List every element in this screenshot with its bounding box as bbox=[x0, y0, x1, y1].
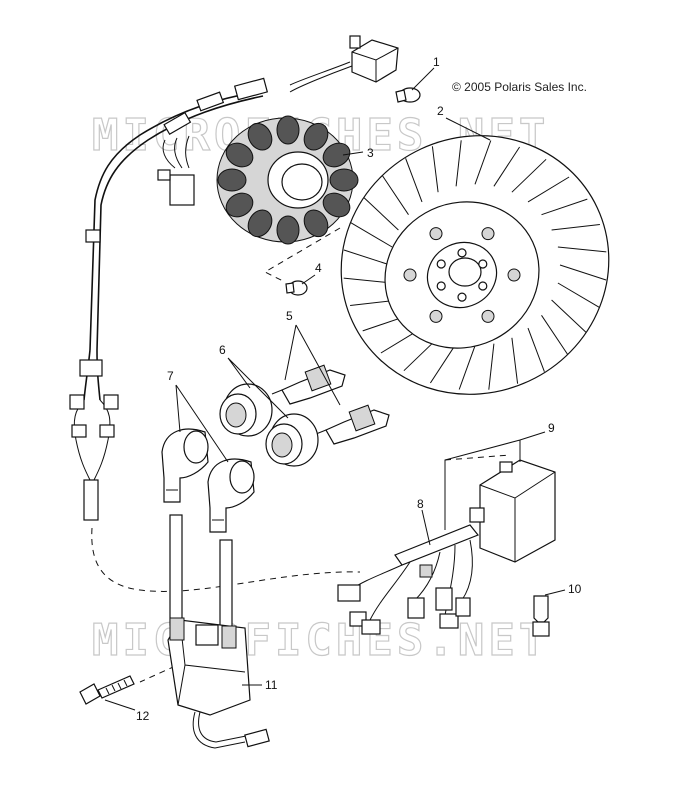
flywheel-fin bbox=[431, 146, 439, 193]
callout-9: 9 bbox=[444, 421, 555, 530]
callout-label-10: 10 bbox=[568, 582, 582, 596]
flywheel-fin bbox=[551, 224, 600, 231]
callout-7: 7 bbox=[167, 369, 229, 463]
stator-coil bbox=[225, 142, 254, 168]
callout-label-6: 6 bbox=[219, 343, 226, 357]
callout-10: 10 bbox=[544, 582, 582, 596]
flywheel-hole bbox=[436, 281, 446, 291]
bolt-part-12 bbox=[79, 675, 135, 705]
flywheel-hole bbox=[481, 227, 495, 241]
callout-label-2: 2 bbox=[437, 104, 444, 118]
flywheel-hole bbox=[429, 309, 443, 323]
stator-harness bbox=[69, 35, 399, 521]
callout-label-11: 11 bbox=[265, 678, 278, 692]
ht-lead-right bbox=[219, 539, 233, 631]
cdi-harness bbox=[337, 524, 479, 635]
flywheel-fin bbox=[343, 277, 393, 284]
callout-label-1: 1 bbox=[433, 55, 440, 69]
flywheel bbox=[340, 135, 610, 395]
flywheel-fin bbox=[527, 176, 570, 203]
copyright-notice: © 2005 Polaris Sales Inc. bbox=[452, 80, 587, 94]
plug-seal-upper bbox=[219, 383, 273, 437]
watermark-bottom: MICROFICHES.NET bbox=[92, 615, 549, 666]
flywheel-fin bbox=[488, 343, 495, 390]
spark-plug-upper bbox=[271, 364, 346, 405]
callout-11: 11 bbox=[242, 678, 278, 692]
flywheel-fin bbox=[557, 246, 607, 253]
flywheel-fin bbox=[474, 140, 492, 185]
callout-label-4: 4 bbox=[315, 261, 322, 275]
callout-1: 1 bbox=[411, 55, 440, 91]
callout-4: 4 bbox=[301, 261, 322, 285]
callout-5: 5 bbox=[284, 309, 341, 406]
flywheel-hole bbox=[478, 259, 488, 269]
flywheel-fin bbox=[511, 158, 547, 193]
flywheel-hole bbox=[478, 281, 488, 291]
callout-12: 12 bbox=[104, 699, 150, 723]
flywheel-hole bbox=[429, 227, 443, 241]
flywheel-fin bbox=[350, 222, 393, 248]
stator-coils bbox=[217, 115, 359, 245]
fastener-part-10 bbox=[532, 595, 550, 637]
flywheel-fin bbox=[455, 140, 462, 187]
flywheel-hole bbox=[507, 268, 521, 282]
flywheel-hole bbox=[403, 268, 417, 282]
ht-lead-left bbox=[169, 514, 183, 626]
flywheel-fin bbox=[343, 249, 391, 266]
stator-coil bbox=[303, 209, 329, 238]
screw-part-4 bbox=[285, 280, 308, 296]
stator-coil bbox=[303, 122, 329, 151]
flywheel-hole bbox=[481, 309, 495, 323]
callout-label-3: 3 bbox=[367, 146, 374, 160]
plug-cap-right bbox=[207, 458, 255, 533]
flywheel-fins bbox=[343, 140, 607, 390]
stator-coil bbox=[322, 192, 351, 218]
callout-label-9: 9 bbox=[548, 421, 555, 435]
flywheel-fin bbox=[381, 175, 409, 215]
callout-label-12: 12 bbox=[136, 709, 150, 723]
stator-coil bbox=[276, 115, 300, 145]
plug-seal-lower bbox=[265, 413, 319, 467]
callout-8: 8 bbox=[417, 497, 431, 546]
stator-coil bbox=[329, 168, 359, 192]
stator-coil bbox=[247, 209, 273, 238]
stator-coil bbox=[217, 168, 247, 192]
stator-coil bbox=[247, 122, 273, 151]
ignition-coil bbox=[167, 617, 270, 749]
flywheel-fin bbox=[527, 327, 545, 372]
flywheel-fin bbox=[405, 158, 423, 203]
flywheel-fin bbox=[559, 264, 607, 281]
spark-plug-lower bbox=[315, 404, 390, 445]
stator-coil bbox=[322, 142, 351, 168]
flywheel-fin bbox=[557, 282, 600, 308]
flywheel-fin bbox=[551, 299, 587, 333]
stator-coil bbox=[276, 215, 300, 245]
flywheel-fin bbox=[493, 146, 521, 187]
stator bbox=[216, 115, 359, 245]
flywheel-fin bbox=[429, 343, 457, 384]
dashed-guide-ground bbox=[91, 527, 361, 592]
callout-3: 3 bbox=[342, 146, 374, 160]
flywheel-fin bbox=[458, 345, 476, 390]
callout-2: 2 bbox=[437, 104, 491, 141]
callout-label-8: 8 bbox=[417, 497, 424, 511]
plug-cap-left bbox=[161, 428, 209, 503]
flywheel-hole bbox=[436, 259, 446, 269]
flywheel-fin bbox=[541, 315, 569, 355]
flywheel-bolt-holes bbox=[403, 227, 521, 323]
flywheel-fin bbox=[363, 197, 399, 231]
flywheel-hole bbox=[457, 248, 467, 258]
callout-6: 6 bbox=[219, 343, 289, 419]
flywheel-fin bbox=[511, 337, 519, 384]
callout-label-7: 7 bbox=[167, 369, 174, 383]
stator-coil bbox=[225, 192, 254, 218]
flywheel-fin bbox=[541, 198, 588, 216]
flywheel-hole bbox=[457, 292, 467, 302]
callout-label-5: 5 bbox=[286, 309, 293, 323]
cdi-box bbox=[469, 459, 556, 563]
dashed-guide-stator bbox=[263, 227, 341, 283]
screw-part-1 bbox=[395, 87, 421, 103]
